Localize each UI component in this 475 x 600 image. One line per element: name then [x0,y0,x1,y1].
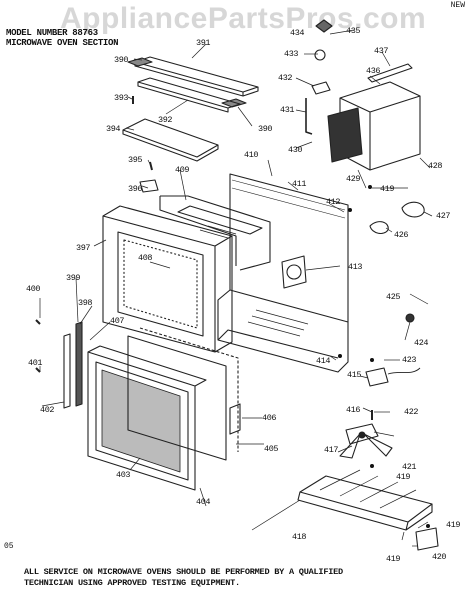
label-419-b: 419 [396,472,411,482]
page-code: 05 [4,542,14,551]
label-413: 413 [348,262,363,272]
label-419-d: 419 [386,554,401,564]
label-422: 422 [404,407,419,417]
part-390-caps [127,57,247,108]
label-406: 406 [262,413,277,423]
service-notice: ALL SERVICE ON MICROWAVE OVENS SHOULD BE… [24,567,343,589]
part-418-base-tray [297,469,433,531]
model-number: MODEL NUMBER 88763 [6,28,98,38]
label-417: 417 [324,445,339,455]
label-432: 432 [278,73,293,83]
part-407-choke [127,335,227,461]
label-419-a: 419 [380,184,395,194]
label-412: 412 [326,197,341,207]
floor-ribs [247,309,309,337]
label-405: 405 [264,444,279,454]
part-398-hinge-strip [63,321,83,409]
part-411-cabinet [217,173,349,373]
part-396-bracket [139,179,159,193]
watermark: AppliancePartsPros.com [60,2,427,35]
part-400-screw [35,319,41,325]
label-409: 409 [175,165,190,175]
label-407: 407 [110,316,125,326]
label-400: 400 [26,284,41,294]
label-390-b: 390 [258,124,273,134]
part-401-screw [35,367,41,373]
part-415-switch [365,367,421,387]
label-428: 428 [428,161,443,171]
part-427-bulb [401,201,425,218]
corner-label: NEW [450,1,465,10]
label-391: 391 [196,38,211,48]
part-409-cavity [159,195,271,271]
dots [338,185,430,528]
label-430: 430 [288,145,303,155]
section-title: MICROWAVE OVEN SECTION [6,38,119,48]
label-390-a: 390 [114,55,129,65]
label-402: 402 [40,405,55,415]
label-394: 394 [106,124,121,134]
label-421: 421 [402,462,417,472]
part-431-wire [305,98,313,135]
label-437: 437 [374,46,389,56]
part-420-plate [415,527,439,551]
label-429: 429 [346,174,361,184]
part-406-latch [229,403,241,435]
part-392-strip [137,77,241,113]
part-424-grommet [405,313,415,323]
label-392: 392 [158,115,173,125]
part-403-door [87,345,207,491]
label-419-c: 419 [446,520,461,530]
label-431: 431 [280,105,295,115]
part-434-cap [315,19,333,33]
label-401: 401 [28,358,43,368]
label-416: 416 [346,405,361,415]
label-397: 397 [76,243,91,253]
part-397-front-frame [102,205,233,353]
label-425: 425 [386,292,401,302]
part-394-plate [122,118,219,162]
part-432-thermostat [311,81,331,95]
part-417-fan [339,423,393,459]
label-410: 410 [244,150,259,160]
label-393: 393 [114,93,129,103]
label-436: 436 [366,66,381,76]
part-395-screw [149,161,153,171]
label-404: 404 [196,497,211,507]
label-408: 408 [138,253,153,263]
label-398: 398 [78,298,93,308]
label-423: 423 [402,355,417,365]
part-405-panel [139,327,239,452]
label-418: 418 [292,532,307,542]
label-415: 415 [347,370,362,380]
label-399: 399 [66,273,81,283]
label-420: 420 [432,552,447,562]
label-395: 395 [128,155,143,165]
label-435: 435 [346,26,361,36]
part-426-lamp [369,221,389,235]
label-424: 424 [414,338,429,348]
label-403: 403 [116,470,131,480]
part-428-box [327,81,421,171]
service-notice-line-1: ALL SERVICE ON MICROWAVE OVENS SHOULD BE… [24,567,343,577]
part-433-knob [314,49,326,61]
label-434: 434 [290,28,305,38]
label-414: 414 [316,356,331,366]
service-notice-line-2: TECHNICIAN USING APPROVED TESTING EQUIPM… [24,578,240,588]
label-427: 427 [436,211,451,221]
part-413-motor [281,255,307,289]
label-396: 396 [128,184,143,194]
label-433: 433 [284,49,299,59]
leader-lines [39,29,433,547]
diagram-header: MODEL NUMBER 88763 MICROWAVE OVEN SECTIO… [6,28,119,48]
label-426: 426 [394,230,409,240]
label-411: 411 [292,179,307,189]
part-437-bar [367,63,413,83]
